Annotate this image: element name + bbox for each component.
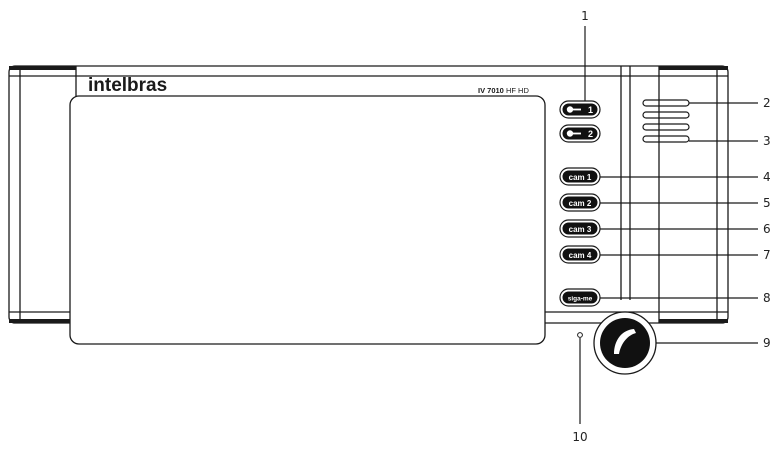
- cam-2-label: cam 2: [569, 199, 592, 208]
- callout-numbers: 1 2 3 4 5 6 7 8 9 10: [572, 9, 770, 444]
- lock-1-label: 1: [588, 105, 593, 115]
- speaker-grille-icon: [642, 99, 690, 143]
- microphone-hole-icon: [577, 332, 583, 338]
- callout-1: 1: [581, 9, 589, 23]
- lock-button-2[interactable]: 2: [559, 124, 601, 143]
- callout-7: 7: [763, 248, 771, 262]
- cam-4-label: cam 4: [569, 251, 592, 260]
- cam-1-button[interactable]: cam 1: [559, 167, 601, 186]
- lock-2-label: 2: [588, 129, 593, 139]
- model-rest: HF HD: [504, 86, 530, 95]
- model-label: IV 7010 HF HD: [478, 86, 529, 95]
- cam-1-label: cam 1: [569, 173, 592, 182]
- callout-lines: [579, 26, 758, 424]
- lock-button-1[interactable]: 1: [559, 100, 601, 119]
- key-icon: [566, 106, 581, 113]
- model-bold: IV 7010: [478, 86, 504, 95]
- brand-logo: intelbras: [88, 75, 167, 96]
- callout-9: 9: [763, 336, 771, 350]
- cam-2-button[interactable]: cam 2: [559, 193, 601, 212]
- cam-3-label: cam 3: [569, 225, 592, 234]
- cam-4-button[interactable]: cam 4: [559, 245, 601, 264]
- callout-2: 2: [763, 96, 771, 110]
- siga-me-button[interactable]: siga-me: [559, 288, 601, 307]
- callout-10: 10: [572, 430, 587, 444]
- siga-me-label: siga-me: [568, 296, 593, 303]
- callout-6: 6: [763, 222, 771, 236]
- key-icon: [566, 130, 581, 137]
- callout-4: 4: [763, 170, 771, 184]
- callout-5: 5: [763, 196, 771, 210]
- callout-3: 3: [763, 134, 771, 148]
- handset-button[interactable]: [593, 311, 657, 375]
- phone-handset-icon: [614, 329, 636, 354]
- corner-bumpers: [9, 66, 728, 323]
- cam-3-button[interactable]: cam 3: [559, 219, 601, 238]
- callout-8: 8: [763, 291, 771, 305]
- screen: [69, 95, 546, 345]
